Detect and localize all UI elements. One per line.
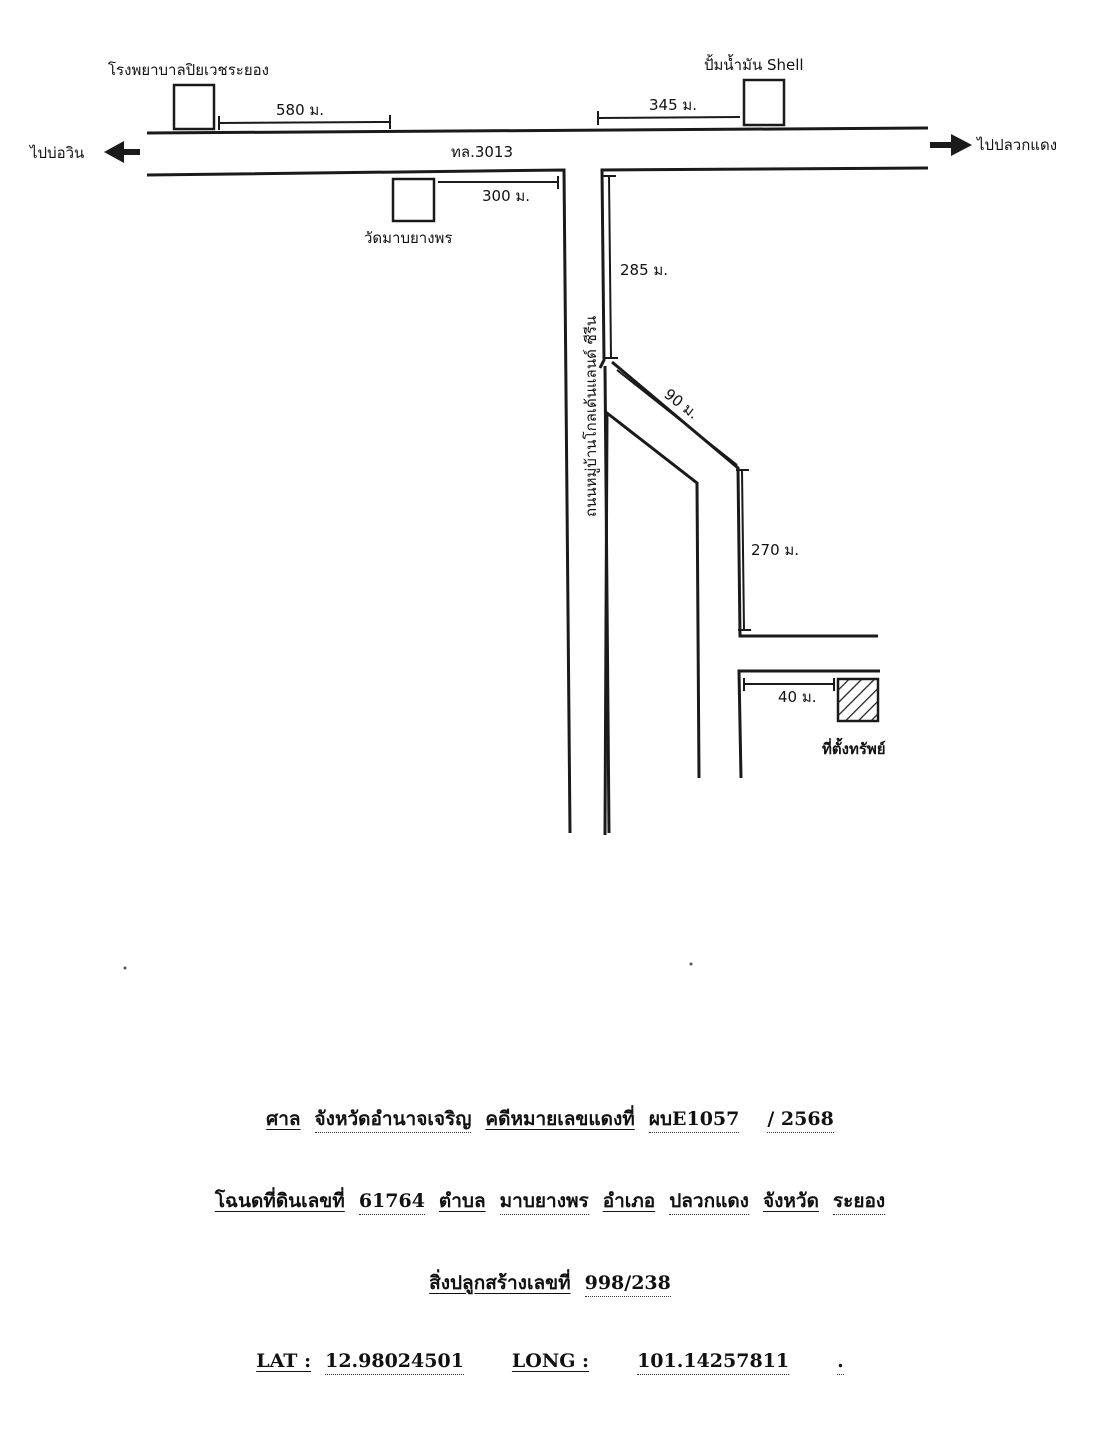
case-number: ผบE1057 bbox=[648, 1108, 740, 1133]
distance-285-label: 285 ม. bbox=[620, 261, 668, 279]
court-label: ศาล bbox=[266, 1108, 301, 1130]
side-road-branch-upper bbox=[611, 360, 878, 638]
dimension-300 bbox=[438, 176, 559, 189]
location-map: โรงพยาบาลปิยเวชระยอง ปั้มน้ำมัน Shell วั… bbox=[29, 54, 1057, 970]
inner-block-edge bbox=[603, 409, 701, 836]
distance-300-label: 300 ม. bbox=[482, 187, 530, 205]
building-number: 998/238 bbox=[584, 1272, 671, 1297]
dimension-580 bbox=[218, 115, 391, 130]
scan-speck bbox=[123, 966, 127, 970]
arrow-right-icon bbox=[930, 134, 972, 156]
main-road-label: ทล.3013 bbox=[451, 143, 513, 161]
long-value: 101.14257811 bbox=[637, 1350, 790, 1375]
coordinates-line: LAT : 12.98024501 LONG : 101.14257811. bbox=[0, 1350, 1100, 1375]
tambon-label: ตำบล bbox=[438, 1190, 486, 1212]
temple-label: วัดมาบยางพร bbox=[364, 229, 452, 247]
hospital-label: โรงพยาบาลปิยเวชระยอง bbox=[108, 61, 269, 79]
hospital-building bbox=[172, 83, 216, 131]
direction-west-label: ไปบ่อวิน bbox=[29, 144, 84, 162]
long-label: LONG : bbox=[511, 1350, 590, 1372]
case-year: / 2568 bbox=[767, 1108, 834, 1133]
direction-east-label: ไปปลวกแดง bbox=[976, 136, 1057, 154]
tambon-value: มาบยางพร bbox=[499, 1190, 589, 1215]
deed-line: โฉนดที่ดินเลขที่ 61764 ตำบล มาบยางพร อำเภอ ปล… bbox=[0, 1186, 1100, 1216]
amphoe-value: ปลวกแดง bbox=[669, 1190, 749, 1215]
dimension-270 bbox=[736, 469, 751, 631]
shell-station-building bbox=[742, 78, 786, 127]
distance-345-label: 345 ม. bbox=[649, 96, 697, 114]
dimension-90 bbox=[616, 369, 738, 466]
distance-580-label: 580 ม. bbox=[276, 101, 324, 119]
main-road-top-edge bbox=[146, 126, 929, 135]
dimension-40 bbox=[743, 678, 835, 691]
dimension-285 bbox=[603, 175, 618, 359]
side-road bbox=[603, 360, 880, 836]
court-value: จังหวัดอำนาจเจริญ bbox=[314, 1108, 472, 1133]
province-label: จังหวัด bbox=[762, 1190, 819, 1212]
side-road-label: ถนนหมู่บ้านโกลเด้นแลนด์ ซีรีน bbox=[582, 316, 600, 517]
court-case-line: ศาล จังหวัดอำนาจเจริญ คดีหมายเลขแดงที่ ผบE1… bbox=[0, 1104, 1100, 1134]
deed-number: 61764 bbox=[358, 1190, 425, 1215]
distance-40-label: 40 ม. bbox=[778, 688, 817, 706]
case-label: คดีหมายเลขแดงที่ bbox=[485, 1108, 635, 1130]
lat-value: 12.98024501 bbox=[325, 1350, 464, 1375]
shell-label: ปั้มน้ำมัน Shell bbox=[704, 54, 804, 74]
scan-speck bbox=[689, 962, 693, 966]
dimension-345 bbox=[597, 111, 741, 125]
amphoe-label: อำเภอ bbox=[602, 1190, 656, 1212]
distance-270-label: 270 ม. bbox=[751, 541, 799, 559]
main-road bbox=[146, 126, 929, 834]
lat-label: LAT : bbox=[256, 1350, 312, 1372]
coordinates-end: . bbox=[837, 1350, 844, 1375]
building-line: สิ่งปลูกสร้างเลขที่ 998/238 bbox=[0, 1268, 1100, 1298]
property-marker bbox=[836, 677, 880, 723]
arrow-left-icon bbox=[104, 141, 140, 163]
province-value: ระยอง bbox=[832, 1190, 886, 1215]
temple-building bbox=[391, 177, 436, 223]
side-road-branch-lower bbox=[737, 669, 880, 779]
deed-label: โฉนดที่ดินเลขที่ bbox=[214, 1190, 345, 1212]
main-road-bottom-edge-west bbox=[146, 168, 572, 834]
building-label: สิ่งปลูกสร้างเลขที่ bbox=[429, 1272, 571, 1294]
main-road-bottom-edge-east bbox=[598, 166, 929, 369]
property-label: ที่ตั้งทรัพย์ bbox=[822, 737, 886, 758]
distance-90-label: 90 ม. bbox=[661, 385, 702, 423]
